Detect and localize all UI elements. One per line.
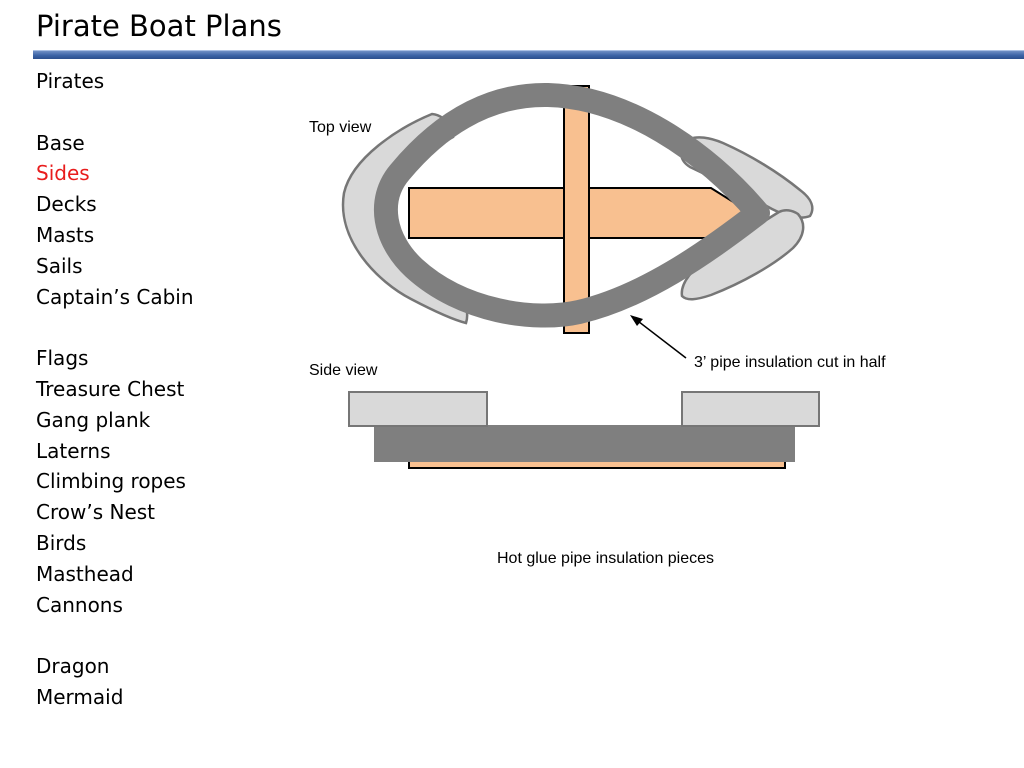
nav-item-gang-plank[interactable]: Gang plank <box>36 407 151 432</box>
title-rule <box>33 50 1024 59</box>
nav-item-decks[interactable]: Decks <box>36 192 97 217</box>
side-view: Side view Hot glue pipe insulation piece… <box>309 362 820 567</box>
top-view-label: Top view <box>309 119 372 136</box>
nav-item-cannons[interactable]: Cannons <box>36 592 123 617</box>
nav-item-captains-cabin[interactable]: Captain’s Cabin <box>36 284 194 309</box>
nav-item-pirates[interactable]: Pirates <box>36 69 105 93</box>
slide-title: Pirate Boat Plans <box>36 9 282 43</box>
nav-item-mermaid[interactable]: Mermaid <box>36 684 124 709</box>
top-view: Top view 3’ pipe insulation cut in half <box>309 82 886 371</box>
callout-arrow <box>633 317 687 359</box>
nav-item-sides[interactable]: Sides <box>36 161 90 186</box>
nav-item-sails[interactable]: Sails <box>36 253 83 278</box>
nav-item-dragon[interactable]: Dragon <box>36 654 110 679</box>
nav-item-flags[interactable]: Flags <box>36 346 89 371</box>
nav-item-crows-nest[interactable]: Crow’s Nest <box>36 500 156 525</box>
nav-item-treasure-chest[interactable]: Treasure Chest <box>36 376 185 401</box>
side-view-label: Side view <box>309 362 378 379</box>
nav-item-birds[interactable]: Birds <box>36 530 87 555</box>
side-right-insulation <box>681 391 820 427</box>
side-left-insulation <box>348 391 488 427</box>
side-dark-insulation <box>374 425 795 462</box>
nav-item-masts[interactable]: Masts <box>36 222 95 247</box>
callout-label: 3’ pipe insulation cut in half <box>694 354 886 371</box>
dark-insulation-ring <box>374 82 770 328</box>
nav-item-base[interactable]: Base <box>36 130 85 155</box>
diagram-caption: Hot glue pipe insulation pieces <box>497 550 714 567</box>
nav-item-laterns[interactable]: Laterns <box>36 438 111 463</box>
mast-board <box>563 85 590 334</box>
callout-arrowhead <box>630 315 643 326</box>
nav-item-climbing-ropes[interactable]: Climbing ropes <box>36 469 186 494</box>
nav-item-masthead[interactable]: Masthead <box>36 561 134 586</box>
